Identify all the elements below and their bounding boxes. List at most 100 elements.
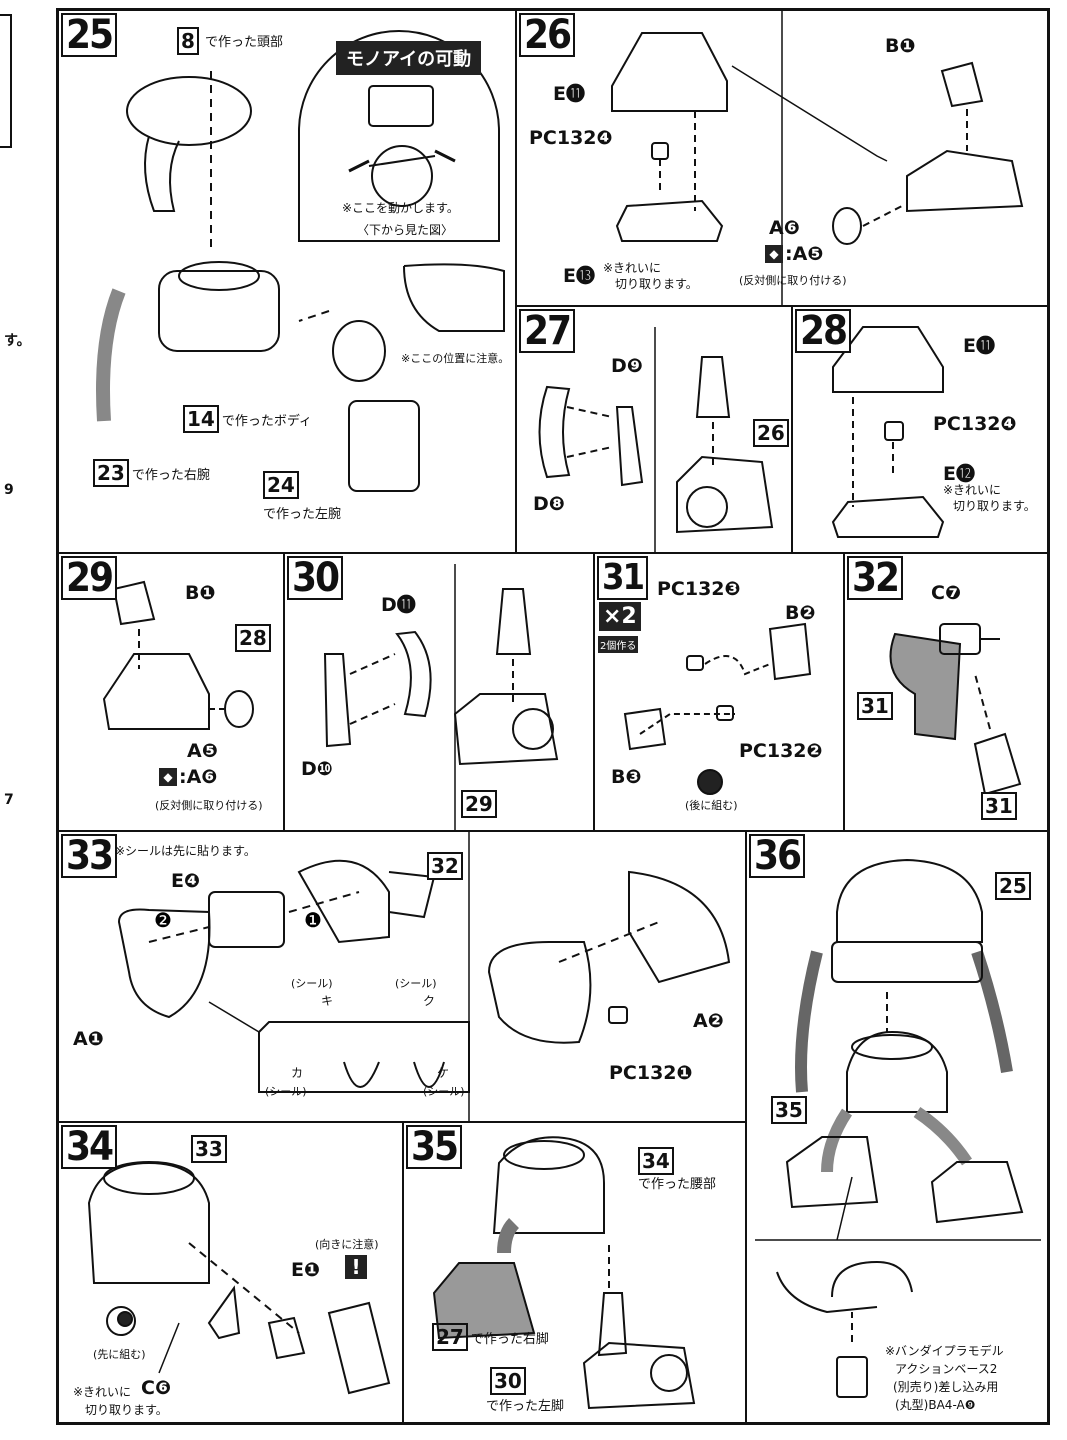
ref-step-14: 14 [183,405,219,433]
edge-text: 9 [4,482,14,498]
edge-text: 7 [4,792,14,808]
step-27-panel: D❾ D❽ 26 27 [516,306,792,553]
waist-label: で作った腰部 [638,1177,717,1192]
base-note: (別売り)差し込み用 [893,1380,999,1394]
cut-note: ※きれいに [943,483,1002,497]
part-A5: A❺ [187,740,218,762]
step-number: 36 [749,834,806,878]
part-B1: B❶ [885,35,916,57]
part-D10: D❿ [301,758,333,780]
right-arm-label: で作った右腕 [131,467,210,483]
part-B1: B❶ [185,582,216,604]
step-number: 33 [61,834,118,878]
ref-step-35: 35 [771,1096,807,1124]
part-A5: :A❺ [785,243,824,265]
sticker-ku: ク [423,994,436,1008]
step-31-illustration [623,622,812,795]
step-35-panel: 35 34 で作った腰部 27 で作った右脚 30 で作った左脚 [403,1122,746,1423]
edge-text: す。 [4,333,31,349]
step-number: 35 [406,1125,463,1169]
swap-icon: ◆ [765,245,783,263]
arrow-marker: ❷ [154,908,172,932]
cut-note: ※きれいに [603,261,662,275]
ref-step-26: 26 [753,419,789,447]
direction-note: (向きに注意) [315,1238,379,1251]
step-25-illustration [96,30,505,492]
step-34-illustration [87,1161,391,1395]
step-26-panel: E⓫ PC132❹ E⓭ ※きれいに 切り取ります。 B❶ A❻ ◆ :A❺ (… [516,10,1048,306]
cut-note: ※きれいに [73,1385,132,1399]
instruction-sheet: 8 で作った頭部 モノアイの可動 ※ここを動かします。 〈下から見た図〉 ※ここ… [56,8,1050,1425]
part-PC132-3: PC132❸ [657,578,741,600]
ref-step-27: 27 [432,1323,468,1351]
step-29-illustration [102,580,254,730]
step-number: 26 [519,13,576,57]
step-31-panel: 31 ×2 2個作る PC132❸ B❷ PC132❷ B❸ (後に組む) [594,553,844,831]
step-number: 25 [61,13,118,57]
move-note: ※ここを動かします。 [342,201,459,215]
part-D9: D❾ [611,355,643,377]
part-E11: E⓫ [963,335,995,357]
view-note: 〈下から見た図〉 [357,223,454,237]
cut-note: 切り取ります。 [953,499,1036,513]
multiplier-badge: ×2 [599,602,641,631]
monoeye-title: モノアイの可動 [336,41,482,75]
ref-step-24: 24 [263,471,299,499]
step-27-illustration [538,327,774,552]
left-leg-label: で作った左脚 [486,1399,565,1414]
assemble-first-note: (先に組む) [93,1348,146,1361]
part-E1: E❶ [291,1259,321,1281]
ref-step-31: 31 [857,692,893,720]
part-B2: B❷ [785,602,816,624]
part-D8: D❽ [533,493,565,515]
ref-step-30: 30 [490,1367,526,1395]
step-32-illustration [889,623,1022,796]
opposite-note: (反対側に取り付ける) [739,274,847,287]
part-C7: C❼ [931,582,962,604]
swap-icon: ◆ [159,768,177,786]
part-B3: B❸ [611,766,642,788]
right-leg-ref: 27 で作った右脚 [432,1323,549,1351]
cut-note: 切り取ります。 [85,1403,168,1417]
part-PC132-2: PC132❷ [739,740,823,762]
part-PC132-4: PC132❹ [933,413,1017,435]
sticker-label: (シール) [265,1085,307,1098]
left-arm-label: で作った左腕 [263,507,342,522]
step-28-illustration [831,326,945,538]
step-26-illustration [611,11,1024,305]
assemble-later-note: (後に組む) [685,799,738,812]
step-36-illustration [755,858,1041,1398]
ref-step-32: 32 [427,852,463,880]
previous-page-edge: す。 9 7 [0,0,48,1440]
edge-frame [0,14,12,148]
sticker-ki: キ [321,994,334,1008]
ref-step-29: 29 [461,790,497,818]
step-number: 27 [519,309,576,353]
step-number: 29 [61,556,118,600]
step-35-illustration [432,1136,696,1410]
sticker-first-note: ※シールは先に貼ります。 [115,844,256,858]
sticker-ka: カ [291,1066,304,1080]
step-32-panel: C❼ 31 31 32 [844,553,1048,831]
sticker-label: (シール) [291,977,333,990]
part-E12: E⓬ [943,463,975,485]
cut-note: 切り取ります。 [615,277,698,291]
sticker-label: (シール) [423,1085,465,1098]
base-note: (丸型)BA4-A❾ [895,1398,976,1412]
part-A6: A❻ [769,217,800,239]
ref-step-8: 8 [177,27,199,55]
step-number: 32 [847,556,904,600]
part-C6: C❻ [141,1377,172,1399]
step-number: 34 [61,1125,118,1169]
opposite-note: (反対側に取り付ける) [155,799,263,812]
step-33-panel: ❷ ❶ 33 ※シールは先に貼ります。 E❹ 32 A❶ A❷ PC132❶ (… [58,831,746,1122]
part-E11: E⓫ [553,83,585,105]
make-two-note: 2個作る [598,636,639,653]
step-28-panel: E⓫ PC132❹ E⓬ ※きれいに 切り取ります。 28 [792,306,1048,553]
swap-label: ◆ :A❺ [765,243,823,265]
step-33-illustration: ❷ ❶ [117,832,731,1121]
step-number: 28 [795,309,852,353]
ref-step-31: 31 [981,792,1017,820]
sticker-label: (シール) [395,977,437,990]
part-D11: D⓫ [381,594,416,616]
